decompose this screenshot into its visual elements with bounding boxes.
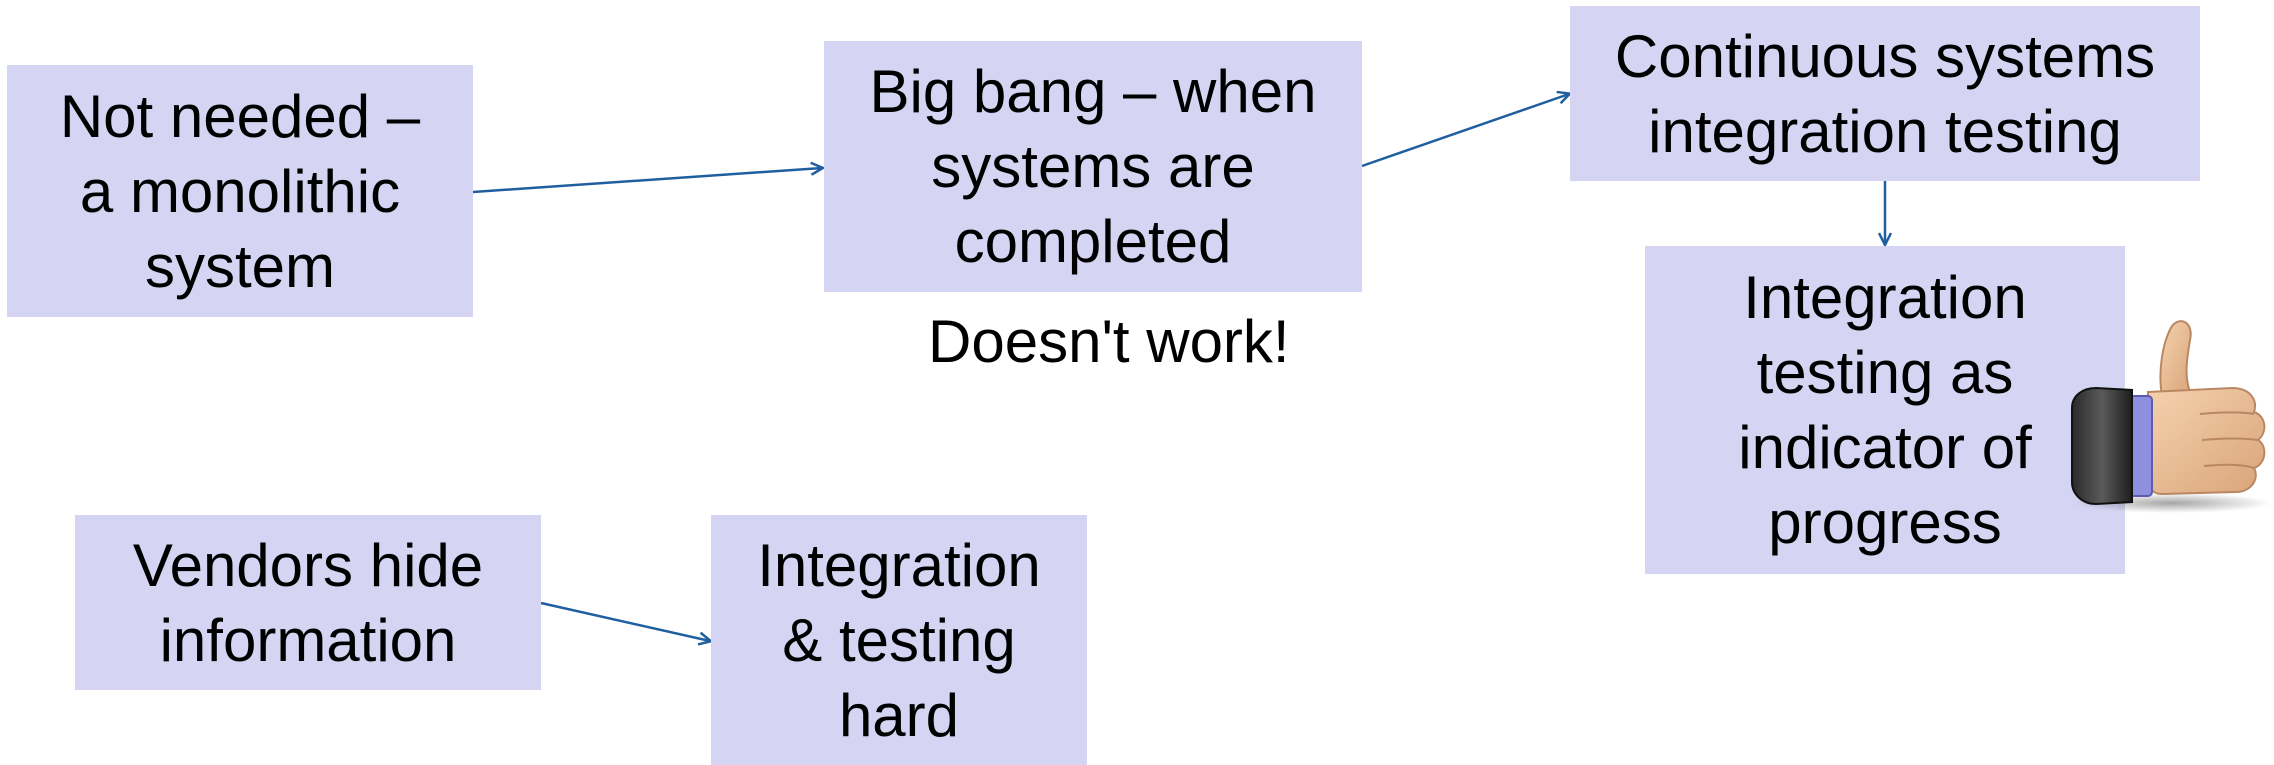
arrow-vendors-to-integration-hard bbox=[540, 601, 710, 641]
box-continuous: Continuous systems integration testing bbox=[1570, 6, 2200, 181]
note-doesnt-work-label: Doesn't work! bbox=[928, 308, 1290, 375]
box-indicator-label: Integration testing as indicator of prog… bbox=[1738, 264, 2032, 556]
box-continuous-label: Continuous systems integration testing bbox=[1614, 22, 2156, 165]
box-indicator: Integration testing as indicator of prog… bbox=[1645, 246, 2125, 574]
box-vendors-label: Vendors hide information bbox=[132, 531, 484, 674]
box-big-bang: Big bang – when systems are completed bbox=[824, 41, 1362, 292]
box-not-needed-label: Not needed – a monolithic system bbox=[59, 82, 421, 300]
box-not-needed: Not needed – a monolithic system bbox=[7, 65, 473, 317]
thumbs-up-icon bbox=[2071, 320, 2272, 513]
arrow-big-bang-to-continuous bbox=[1361, 94, 1569, 168]
box-integration-hard-label: Integration & testing hard bbox=[757, 531, 1041, 749]
box-big-bang-label: Big bang – when systems are completed bbox=[869, 58, 1317, 275]
note-doesnt-work: Doesn't work! bbox=[928, 307, 1290, 377]
arrow-not-needed-to-big-bang bbox=[472, 168, 822, 194]
box-vendors: Vendors hide information bbox=[75, 515, 541, 690]
box-integration-hard: Integration & testing hard bbox=[711, 515, 1087, 765]
